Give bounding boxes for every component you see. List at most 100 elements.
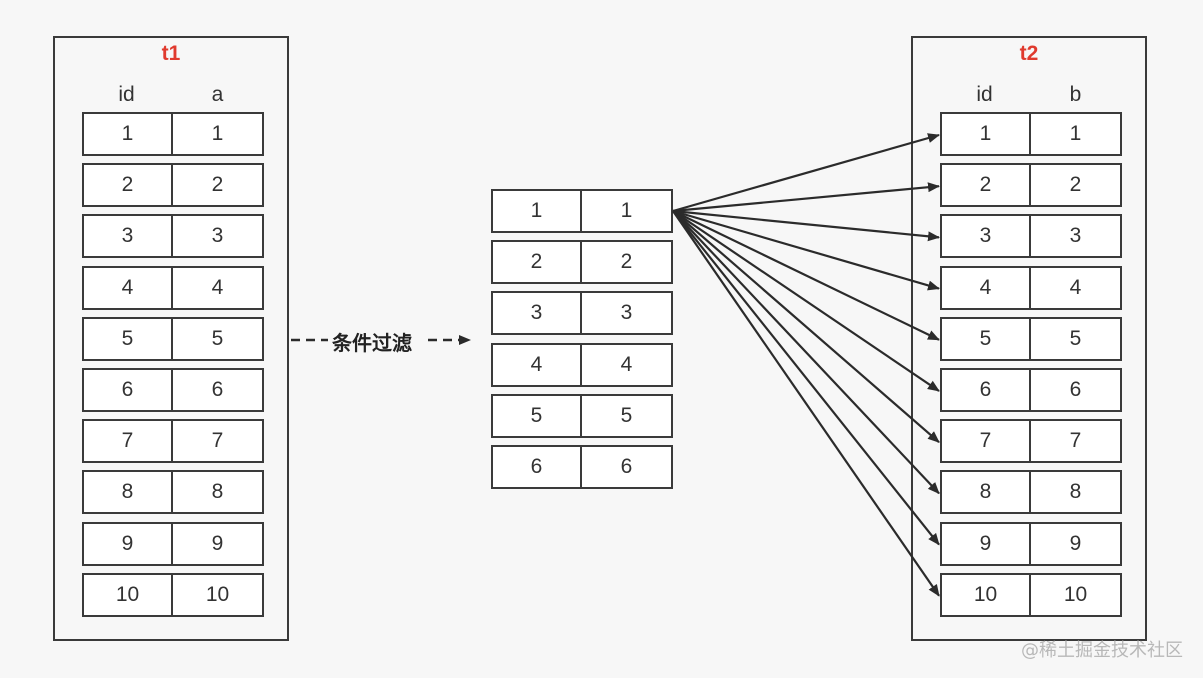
t1-cell-value: 1 (173, 112, 264, 156)
filter-label: 条件过滤 (330, 327, 414, 356)
t2-cell-value: 5 (1031, 316, 1122, 361)
t2-cell-id: 7 (940, 419, 1031, 464)
t2-cell-id: 10 (940, 572, 1031, 617)
t2-cell-id: 4 (940, 265, 1031, 310)
filtered-cell-id: 4 (491, 342, 582, 387)
t2-cell-value: 6 (1031, 368, 1122, 412)
filtered-cell-id: 5 (491, 393, 582, 438)
t1-cell-value: 8 (173, 470, 264, 515)
join-arrow (672, 209, 940, 291)
filtered-cell-value: 4 (582, 342, 673, 387)
t2-cell-id: 5 (940, 316, 1031, 361)
t1-cell-id: 2 (82, 163, 173, 208)
t1-cell-id: 3 (82, 214, 173, 259)
filtered-cell-value: 5 (582, 393, 673, 438)
t1-cell-id: 6 (82, 368, 173, 412)
t1-cell-id: 8 (82, 470, 173, 515)
t2-cell-value: 7 (1031, 419, 1122, 464)
filtered-cell-id: 2 (491, 240, 582, 285)
t1-title: t1 (161, 42, 181, 65)
t1-cell-id: 4 (82, 265, 173, 310)
filtered-cell-id: 1 (491, 189, 582, 233)
filtered-cell-value: 2 (582, 240, 673, 285)
t1-cell-value: 3 (173, 214, 264, 259)
t2-cell-value: 3 (1031, 214, 1122, 259)
watermark: @稀土掘金技术社区 (1021, 640, 1183, 661)
t1-cell-value: 4 (173, 265, 264, 310)
t2-cell-value: 1 (1031, 112, 1122, 156)
join-arrow (672, 210, 940, 597)
t2-cell-value: 4 (1031, 265, 1122, 310)
t2-cell-value: 10 (1031, 572, 1122, 617)
t2-cell-id: 6 (940, 368, 1031, 412)
t2-cell-id: 2 (940, 163, 1031, 208)
t1-col-id: id (118, 83, 135, 106)
t1-cell-value: 6 (173, 368, 264, 412)
t2-cell-id: 9 (940, 521, 1031, 566)
t1-cell-id: 10 (82, 572, 173, 617)
t2-cell-id: 1 (940, 112, 1031, 156)
filtered-cell-value: 1 (582, 189, 673, 233)
t2-cell-id: 3 (940, 214, 1031, 259)
t1-cell-id: 9 (82, 521, 173, 566)
t2-title: t2 (1019, 42, 1039, 65)
filtered-cell-value: 6 (582, 445, 673, 489)
t1-cell-id: 1 (82, 112, 173, 156)
t2-cell-value: 2 (1031, 163, 1122, 208)
join-arrow (672, 210, 940, 444)
join-arrow (672, 209, 940, 242)
t2-col-id: id (976, 83, 993, 106)
t1-cell-value: 10 (173, 572, 264, 617)
join-arrow (672, 210, 940, 392)
t1-cell-value: 2 (173, 163, 264, 208)
t1-cell-value: 7 (173, 419, 264, 464)
t2-cell-value: 9 (1031, 521, 1122, 566)
join-arrow (672, 210, 940, 546)
t1-cell-id: 7 (82, 419, 173, 464)
join-arrow (672, 182, 940, 213)
join-arrows (672, 133, 940, 597)
t2-cell-value: 8 (1031, 470, 1122, 515)
filtered-cell-id: 6 (491, 445, 582, 489)
join-arrow (672, 133, 940, 213)
t1-cell-value: 9 (173, 521, 264, 566)
t2-col-b: b (1069, 83, 1082, 106)
join-arrow (672, 210, 940, 495)
filtered-cell-id: 3 (491, 291, 582, 336)
t1-col-a: a (211, 83, 224, 106)
t1-cell-id: 5 (82, 316, 173, 361)
join-arrow (672, 210, 940, 341)
t1-cell-value: 5 (173, 316, 264, 361)
filtered-cell-value: 3 (582, 291, 673, 336)
